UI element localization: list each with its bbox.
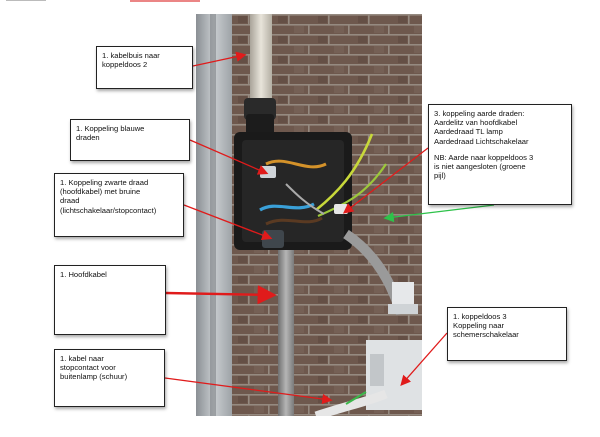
header-rule bbox=[6, 0, 46, 1]
callout-aarde: 3. koppeling aarde draden: Aardelitz van… bbox=[428, 104, 572, 205]
callout-line: koppeldoos 2 bbox=[102, 60, 148, 70]
callout-line: 1. kabel naar bbox=[60, 354, 104, 363]
callout-line: draden bbox=[76, 133, 100, 143]
callout-note-line: is niet aangesloten (groene bbox=[434, 162, 526, 172]
callout-line: Koppeling naar bbox=[453, 321, 505, 331]
callout-line: buitenlamp (schuur) bbox=[60, 372, 128, 382]
callout-line: 1. Koppeling zwarte draad bbox=[60, 178, 149, 187]
callout-line: schemerschakelaar bbox=[453, 330, 519, 340]
callout-line: (lichtschakelaar/stopcontact) bbox=[60, 205, 157, 215]
callout-spacer bbox=[434, 146, 566, 153]
callout-line: 1. Hoofdkabel bbox=[60, 270, 107, 279]
callout-line: (hoofdkabel) met bruine bbox=[60, 187, 141, 197]
callout-line: stopcontact voor bbox=[60, 363, 116, 373]
callout-line: 3. koppeling aarde draden: bbox=[434, 109, 525, 118]
callout-line: 1. koppeldoos 3 bbox=[453, 312, 507, 321]
callout-note-line: pijl) bbox=[434, 171, 446, 181]
callout-kabelbuis: 1. kabelbuis naar koppeldoos 2 bbox=[96, 46, 193, 89]
callout-line: 1. Koppeling blauwe bbox=[76, 124, 145, 133]
callout-line: Aardelitz van hoofdkabel bbox=[434, 118, 518, 128]
callout-note-line: NB: Aarde naar koppeldoos 3 bbox=[434, 152, 534, 162]
callout-zwarte: 1. Koppeling zwarte draad (hoofdkabel) m… bbox=[54, 173, 184, 237]
callout-line: 1. kabelbuis naar bbox=[102, 51, 160, 60]
header-redline bbox=[130, 0, 200, 2]
callout-line: Aardedraad TL lamp bbox=[434, 127, 503, 137]
callout-line: Aardedraad Lichtschakelaar bbox=[434, 136, 529, 146]
callout-koppeldoos3: 1. koppeldoos 3 Koppeling naar schemersc… bbox=[447, 307, 567, 361]
callout-blauwe: 1. Koppeling blauwe draden bbox=[70, 119, 190, 161]
callout-hoofdkabel: 1. Hoofdkabel bbox=[54, 265, 166, 335]
callout-line: draad bbox=[60, 196, 80, 206]
callout-stopcontact: 1. kabel naar stopcontact voor buitenlam… bbox=[54, 349, 165, 407]
junction-box-photo bbox=[196, 14, 422, 416]
